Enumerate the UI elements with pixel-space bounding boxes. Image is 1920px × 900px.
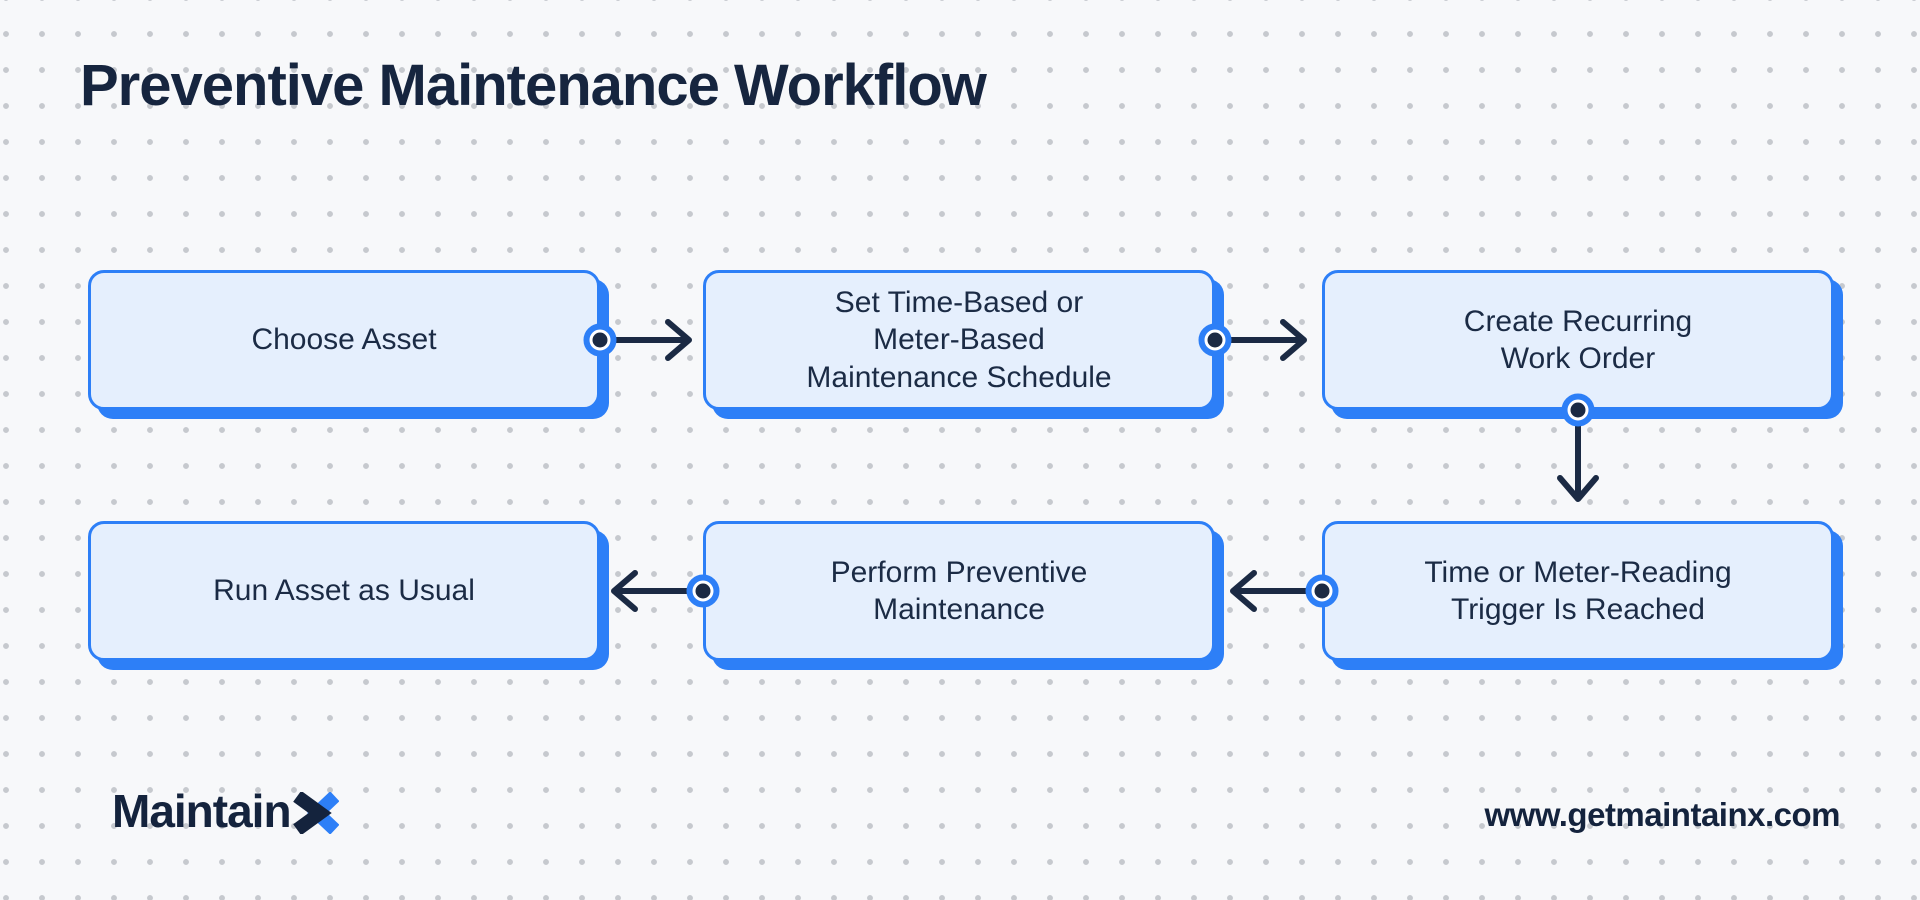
connector-trigger-to-perform bbox=[1230, 570, 1339, 612]
node-trigger-reached: Time or Meter-Reading Trigger Is Reached bbox=[1322, 521, 1834, 661]
connector-schedule-to-workorder bbox=[1198, 319, 1307, 361]
node-label: Create Recurring Work Order bbox=[1463, 304, 1693, 375]
node-run-asset: Run Asset as Usual bbox=[88, 521, 600, 661]
node-create-work-order: Create Recurring Work Order bbox=[1322, 270, 1834, 410]
page-title: Preventive Maintenance Workflow bbox=[80, 53, 987, 118]
maintainx-logo-text: Maintain bbox=[112, 785, 292, 837]
website-url: www.getmaintainx.com bbox=[1484, 796, 1840, 833]
connector-workorder-to-trigger bbox=[1557, 393, 1599, 502]
arrow-right-icon bbox=[1224, 319, 1307, 361]
maintainx-x-icon bbox=[292, 791, 339, 834]
connector-perform-to-run bbox=[611, 570, 720, 612]
node-label: Run Asset as Usual bbox=[213, 574, 475, 608]
connector-choose-to-schedule bbox=[583, 319, 692, 361]
node-label: Perform Preventive Maintenance bbox=[830, 555, 1088, 626]
node-choose-asset: Choose Asset bbox=[88, 270, 600, 410]
arrow-down-icon bbox=[1557, 419, 1599, 502]
arrow-left-icon bbox=[611, 570, 694, 612]
node-label: Time or Meter-Reading Trigger Is Reached bbox=[1424, 555, 1732, 626]
arrow-right-icon bbox=[609, 319, 692, 361]
maintainx-logo: Maintain bbox=[112, 784, 339, 838]
node-label: Choose Asset bbox=[251, 323, 437, 357]
node-perform-maintenance: Perform Preventive Maintenance bbox=[703, 521, 1215, 661]
arrow-left-icon bbox=[1230, 570, 1313, 612]
node-label: Set Time-Based or Meter-Based Maintenanc… bbox=[806, 286, 1112, 394]
node-set-schedule: Set Time-Based or Meter-Based Maintenanc… bbox=[703, 270, 1215, 410]
